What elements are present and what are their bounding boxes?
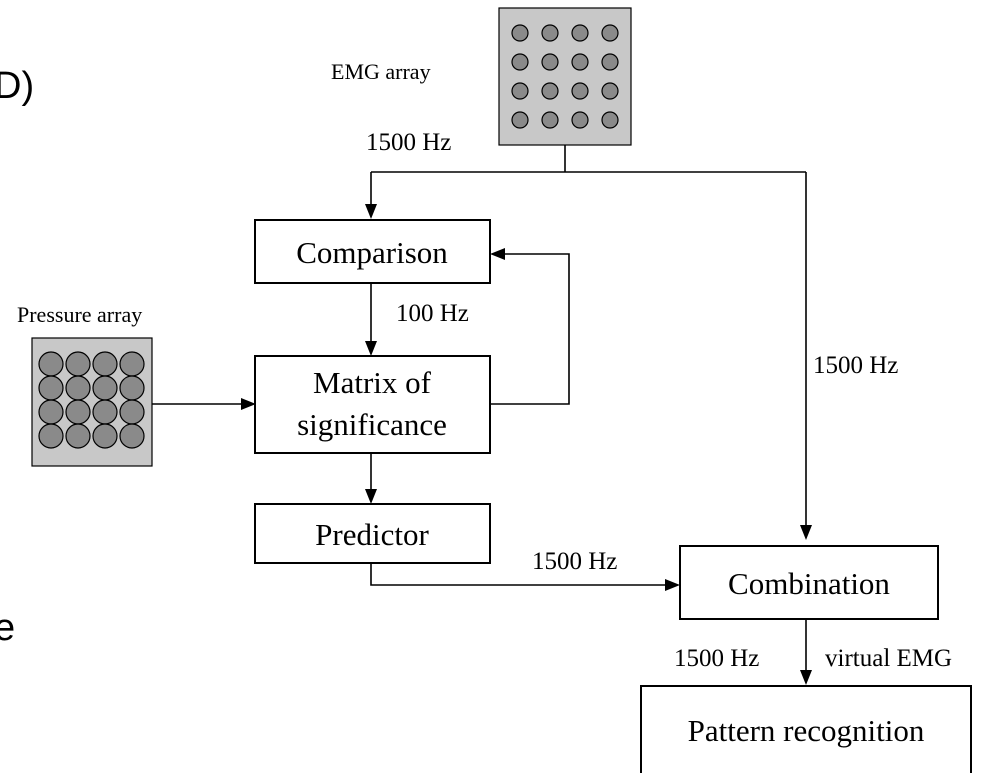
matrix-label-line2: significance (297, 407, 447, 442)
emg-electrode-dot (541, 111, 559, 129)
pattern-recognition-label: Pattern recognition (688, 713, 925, 748)
arrowhead-comparison-right (490, 248, 505, 260)
pressure-sensor-dot (38, 399, 64, 425)
predictor-label: Predictor (315, 517, 429, 552)
pressure-sensor-dot (92, 423, 118, 449)
pattern-recognition-node: Pattern recognition (640, 685, 972, 773)
pressure-sensor-dot (65, 399, 91, 425)
pressure-sensor-dot (65, 351, 91, 377)
predictor-node: Predictor (254, 503, 491, 564)
combination-node: Combination (679, 545, 939, 620)
emg-electrode-grid (511, 24, 619, 129)
fragment-top-left: D) (0, 65, 34, 107)
pressure-sensor-grid (38, 351, 145, 449)
pressure-sensor-dot (119, 399, 145, 425)
emg-electrode-dot (601, 82, 619, 100)
pressure-sensor-dot (92, 351, 118, 377)
matrix-label-line1: Matrix of (313, 365, 432, 400)
combination-label: Combination (728, 566, 890, 601)
pressure-sensor-dot (92, 375, 118, 401)
emg-array-sensor (498, 7, 632, 146)
connectors (152, 145, 812, 685)
emg-electrode-dot (511, 24, 529, 42)
edge-label-combination-to-pattern: 1500 Hz (674, 645, 759, 672)
arrowhead-pattern-in (800, 670, 812, 685)
arrowhead-combination-left (665, 579, 680, 591)
comparison-label: Comparison (296, 235, 448, 270)
pressure-sensor-dot (119, 375, 145, 401)
matrix-of-significance-node: Matrix of significance (254, 355, 491, 454)
arrowhead-matrix-left (241, 398, 256, 410)
emg-electrode-dot (511, 53, 529, 71)
edge-label-emg-to-combination: 1500 Hz (813, 352, 898, 379)
emg-electrode-dot (541, 53, 559, 71)
pressure-sensor-dot (92, 399, 118, 425)
emg-electrode-dot (541, 82, 559, 100)
emg-electrode-dot (571, 24, 589, 42)
predictor-to-combination-line (370, 563, 672, 586)
emg-electrode-dot (541, 24, 559, 42)
pressure-sensor-dot (38, 375, 64, 401)
pressure-sensor-dot (65, 423, 91, 449)
emg-electrode-dot (511, 111, 529, 129)
fragment-mid-left: e (0, 607, 15, 649)
arrowhead-predictor-in (365, 489, 377, 504)
pressure-sensor-dot (65, 375, 91, 401)
pressure-sensor-dot (38, 351, 64, 377)
emg-array-label: EMG array (331, 59, 431, 84)
emg-electrode-dot (571, 82, 589, 100)
feedback-loop-line (490, 253, 570, 405)
comparison-node: Comparison (254, 219, 491, 284)
emg-electrode-dot (511, 82, 529, 100)
pressure-array-label: Pressure array (17, 302, 142, 327)
pressure-sensor-dot (119, 423, 145, 449)
arrowhead-comparison-in (365, 204, 377, 219)
edge-label-predictor-to-combination: 1500 Hz (532, 548, 617, 575)
arrowhead-matrix-in (365, 341, 377, 356)
pressure-sensor-dot (119, 351, 145, 377)
emg-electrode-dot (571, 53, 589, 71)
emg-electrode-dot (601, 53, 619, 71)
edge-label-comparison-to-matrix: 100 Hz (396, 300, 469, 327)
edge-label-virtual-emg: virtual EMG (825, 645, 952, 672)
arrowhead-combination-top (800, 525, 812, 540)
emg-electrode-dot (601, 24, 619, 42)
pressure-array-sensor (31, 337, 153, 467)
edge-label-emg-to-comparison: 1500 Hz (366, 129, 451, 156)
pressure-sensor-dot (38, 423, 64, 449)
emg-electrode-dot (571, 111, 589, 129)
emg-electrode-dot (601, 111, 619, 129)
